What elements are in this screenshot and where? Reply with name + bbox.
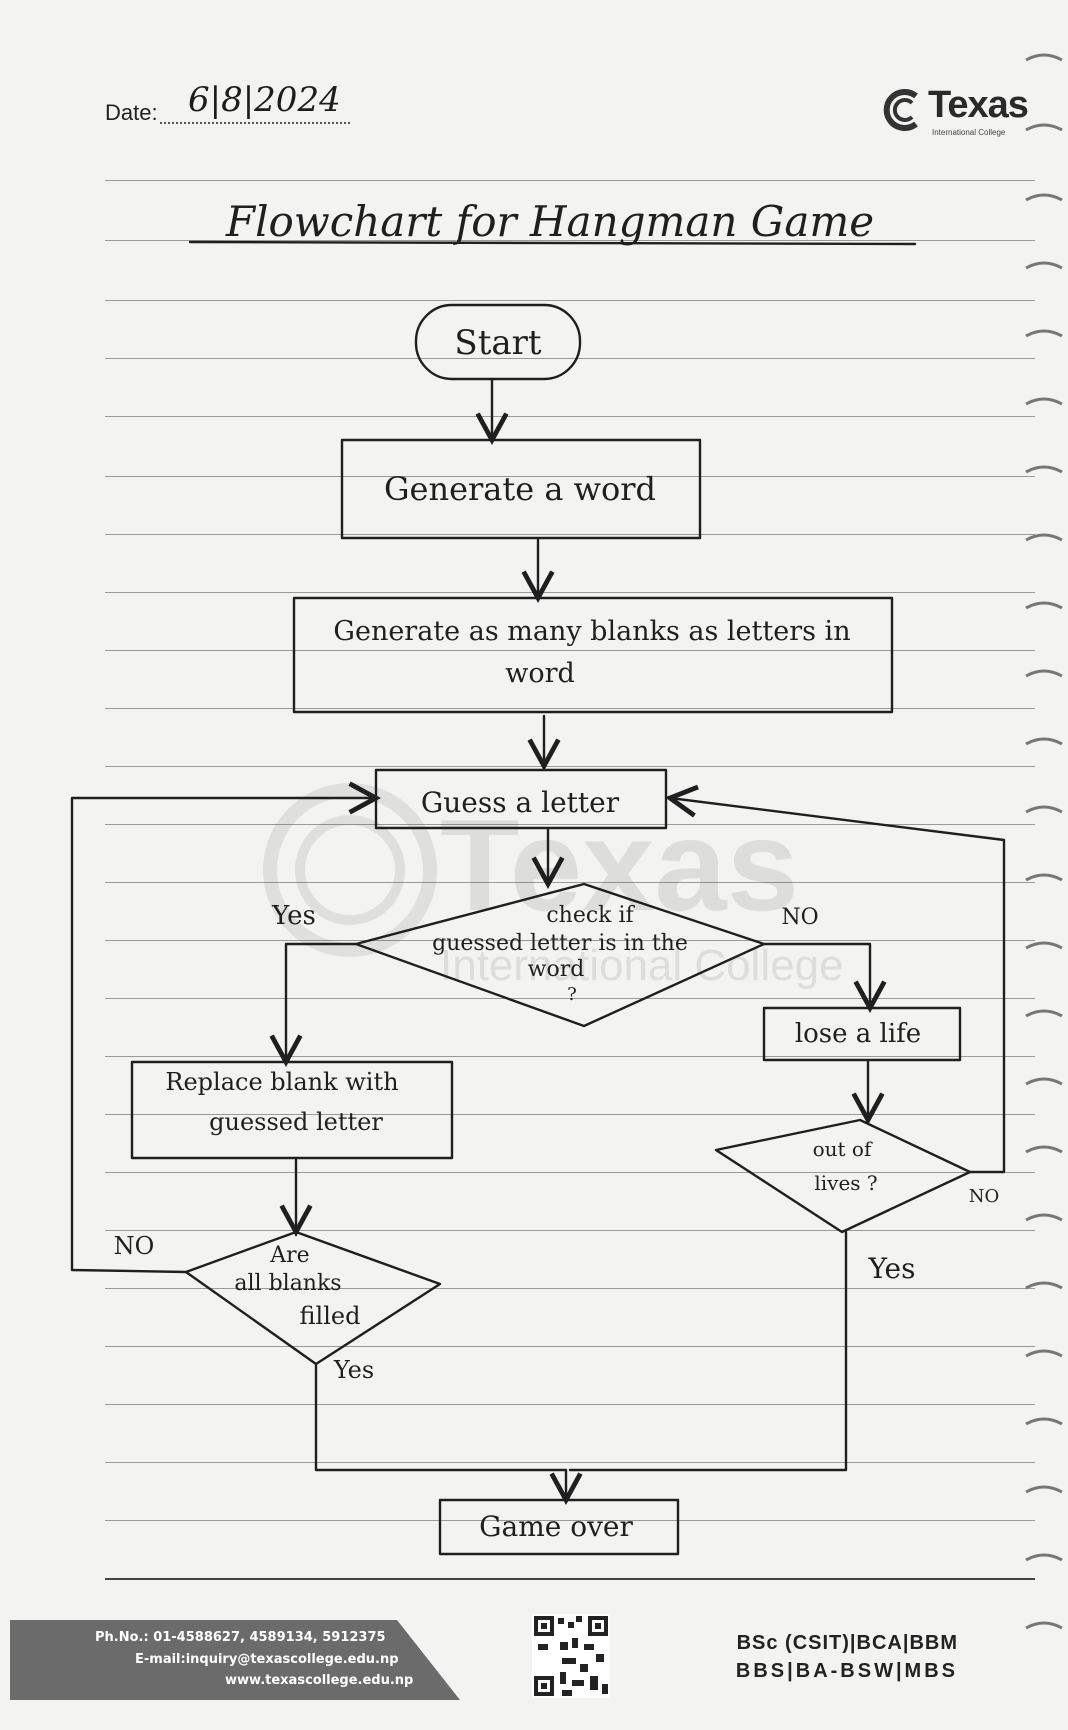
- arrow-check-yes: [286, 942, 358, 1062]
- generate-blanks-box: [292, 596, 894, 714]
- generate-blanks-label-1: Generate as many blanks as letters in: [333, 616, 850, 647]
- check-label-1: check if: [546, 903, 635, 928]
- game-over-box: [438, 1498, 680, 1556]
- all-filled-label-3: filled: [300, 1302, 361, 1330]
- watermark-sub: International College: [440, 941, 844, 990]
- check-yes-label: Yes: [271, 901, 316, 931]
- filled-no-label: NO: [114, 1232, 155, 1260]
- date-label: Date:: [105, 100, 158, 125]
- footer-programs-line-1: BSc (CSIT)|BCA|BBM: [736, 1632, 958, 1654]
- ruled-line: [105, 1346, 1035, 1347]
- ruled-line: [105, 1404, 1035, 1405]
- ruled-line: [105, 882, 1035, 883]
- ruled-line: [105, 824, 1035, 825]
- ruled-line: [105, 416, 1035, 417]
- lose-life-label: lose a life: [795, 1019, 921, 1049]
- arrow-check-no: [762, 942, 870, 1008]
- generate-word-box: [340, 438, 702, 540]
- out-of-lives-decision: [714, 1118, 972, 1234]
- all-filled-decision: [184, 1230, 442, 1366]
- ruled-line: [105, 1056, 1035, 1057]
- check-no-label: NO: [781, 905, 818, 930]
- replace-blank-label-1: Replace blank with: [165, 1068, 398, 1096]
- ruled-line: [105, 708, 1035, 709]
- ruled-line: [105, 1288, 1035, 1289]
- generate-blanks-label-2: word: [505, 658, 575, 689]
- college-logo-icon: [883, 89, 918, 131]
- flowchart-title: Flowchart for Hangman Game: [225, 197, 874, 246]
- spiral-binding: [1025, 53, 1063, 1630]
- ruled-line: [105, 1462, 1035, 1463]
- out-of-lives-label-1: out of: [813, 1137, 873, 1161]
- ruled-line: [105, 180, 1035, 181]
- footer-phone: Ph.No.: 01-4588627, 4589134, 5912375: [95, 1630, 386, 1645]
- replace-blank-box: [130, 1060, 454, 1160]
- college-logo-text: Texas: [928, 84, 1029, 126]
- ruled-line: [105, 998, 1035, 999]
- footer-programs-line-2: BBS|BA-BSW|MBS: [735, 1660, 958, 1682]
- out-of-lives-label-2: lives ?: [814, 1171, 877, 1195]
- qr-code-icon: [532, 1614, 610, 1698]
- arrow-filled-no-loop: [70, 798, 376, 1274]
- date-value: 6|8|2024: [188, 80, 341, 120]
- college-logo-subtext: International College: [932, 128, 1006, 137]
- start-terminal: [414, 303, 582, 381]
- check-label-3: word: [528, 957, 585, 982]
- date-dotted-line: [160, 122, 350, 124]
- ruled-line: [105, 592, 1035, 593]
- filled-yes-label: Yes: [333, 1356, 374, 1384]
- title-underline: [188, 240, 917, 246]
- arrow-lives-yes: [568, 1230, 848, 1472]
- watermark-brand: Texas: [440, 792, 799, 938]
- ruled-line: [105, 1114, 1035, 1115]
- guess-letter-label: Guess a letter: [421, 786, 620, 819]
- ruled-line: [105, 766, 1035, 767]
- lives-no-label: NO: [969, 1186, 1000, 1207]
- check-letter-decision: [354, 882, 766, 1028]
- arrow-lives-no-loop: [670, 798, 1006, 1174]
- footer-email: E-mail:inquiry@texascollege.edu.np: [135, 1652, 399, 1667]
- ruled-line: [105, 1520, 1035, 1521]
- ruled-line: [105, 534, 1035, 535]
- ruled-line: [105, 240, 1035, 241]
- generate-word-label: Generate a word: [384, 470, 656, 508]
- footer-website: www.texascollege.edu.np: [225, 1673, 414, 1688]
- ruled-line: [105, 476, 1035, 477]
- check-label-4: ?: [567, 984, 577, 1005]
- replace-blank-label-2: guessed letter: [209, 1108, 383, 1136]
- ruled-line: [105, 1230, 1035, 1231]
- game-over-label: Game over: [479, 1510, 633, 1543]
- arrow-filled-yes: [314, 1362, 566, 1500]
- ruled-line: [105, 1172, 1035, 1173]
- lives-yes-label: Yes: [868, 1252, 916, 1285]
- all-filled-label-2: all blanks: [234, 1271, 341, 1296]
- watermark-logo: Texas International College: [263, 783, 844, 990]
- check-label-2: guessed letter is in the: [432, 931, 688, 956]
- ruled-line: [105, 650, 1035, 651]
- lose-life-box: [762, 1006, 962, 1062]
- ruled-line: [105, 358, 1035, 359]
- bottom-rule: [105, 1578, 1035, 1580]
- all-filled-label-1: Are: [269, 1243, 309, 1268]
- start-label: Start: [454, 323, 541, 363]
- ruled-line: [105, 940, 1035, 941]
- ruled-line: [105, 300, 1035, 301]
- footer-contact-band: [10, 1620, 460, 1700]
